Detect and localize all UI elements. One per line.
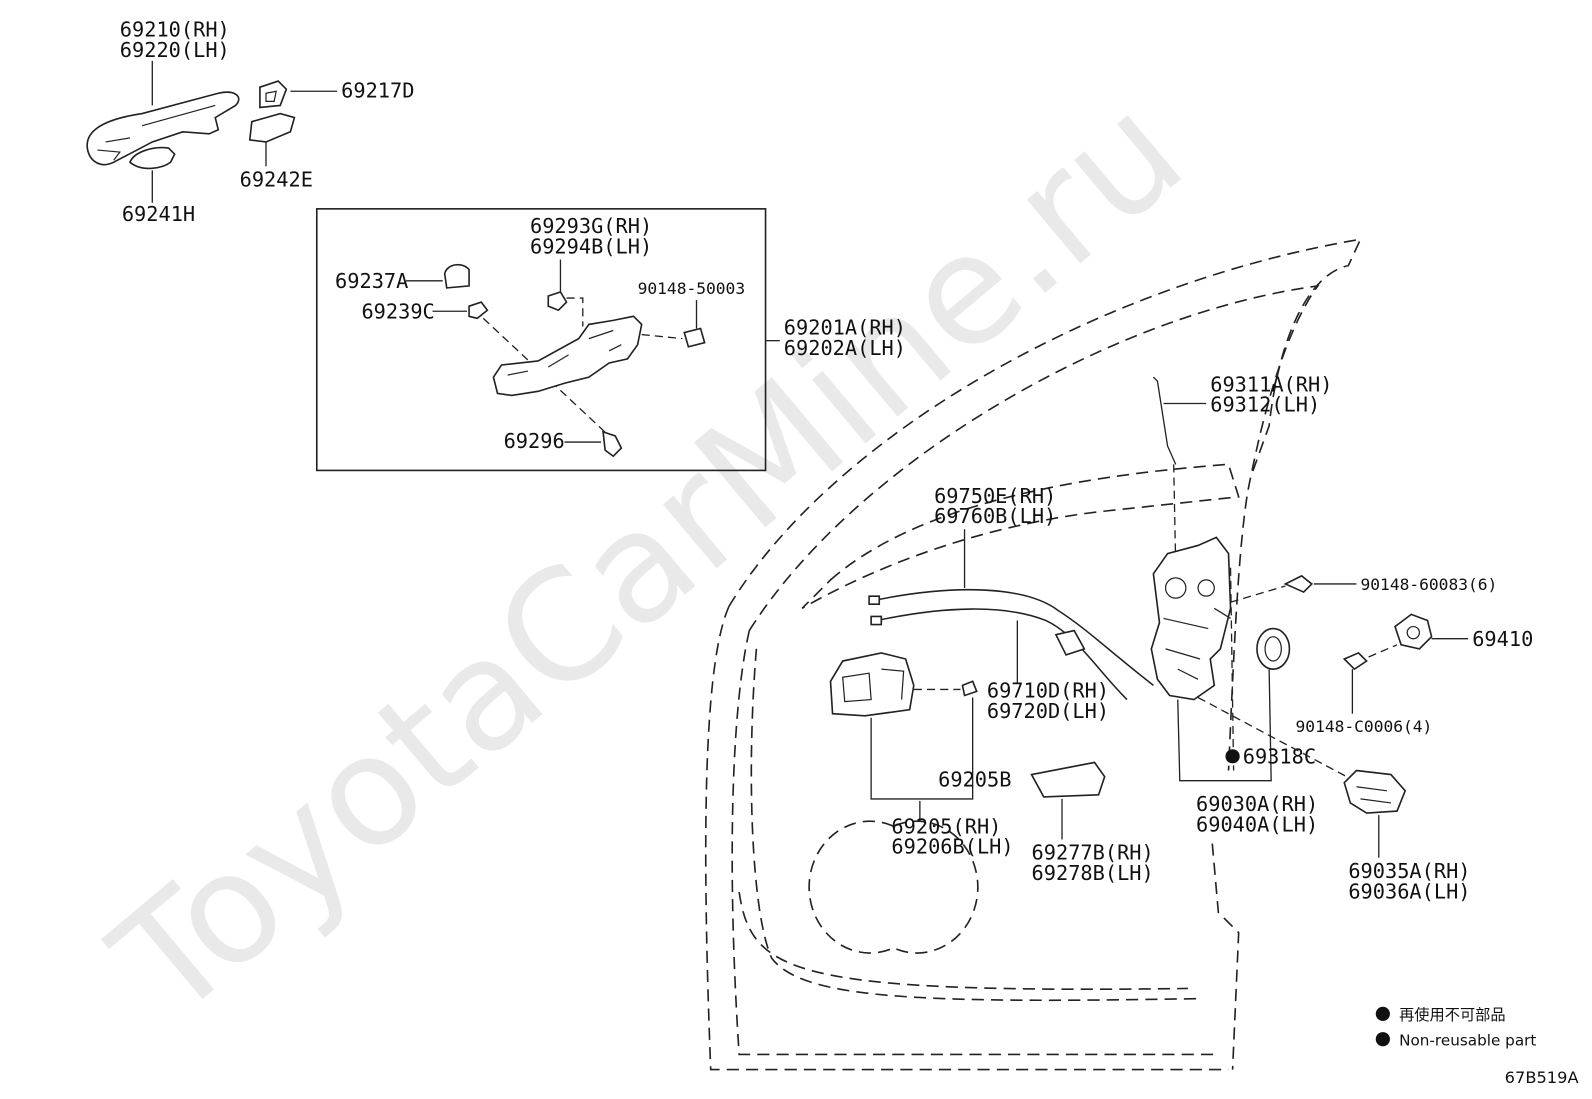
label-69239c: 69239C (361, 299, 434, 323)
clip-69293g (547, 291, 568, 312)
label-90148-60083: 90148-60083(6) (1361, 575, 1498, 594)
label-69312: 69312(LH) (1210, 393, 1320, 417)
clip-69205b (961, 680, 978, 697)
label-69202a: 69202A(LH) (784, 336, 906, 360)
label-69296: 69296 (504, 429, 565, 453)
non-reusable-marker-69318c (1225, 749, 1240, 764)
label-90148-50003: 90148-50003 (638, 279, 745, 298)
outside-handle (86, 91, 240, 166)
label-69278b: 69278B(LH) (1032, 861, 1154, 885)
label-69293g: 69293G(RH) (530, 214, 652, 238)
label-69205: 69205(RH) (891, 814, 1001, 838)
label-69242e: 69242E (240, 168, 313, 192)
handle-cover-69217d (259, 80, 288, 109)
label-69201a: 69201A(RH) (784, 316, 906, 340)
label-69220: 69220(LH) (120, 38, 230, 62)
door-lock-69030a (1150, 536, 1232, 701)
handle-pad-69241h (128, 146, 176, 170)
label-69760b: 69760B(LH) (934, 504, 1056, 528)
lock-actuator-69035a (1343, 769, 1407, 814)
label-69750e: 69750E(RH) (934, 484, 1056, 508)
label-69710d: 69710D(RH) (987, 679, 1109, 703)
inside-handle-69205 (829, 652, 915, 717)
label-69237a: 69237A (335, 269, 408, 293)
grommet-69318c (1256, 627, 1291, 670)
label-69318c: 69318C (1243, 744, 1316, 768)
label-69035a: 69035A(RH) (1348, 859, 1470, 883)
bolt-69296 (602, 430, 623, 458)
cable-69750e (868, 588, 1154, 686)
legend-dot-en (1375, 1032, 1390, 1047)
legend-jp: 再使用不可部品 (1399, 1006, 1506, 1024)
label-69294b: 69294B(LH) (530, 234, 652, 258)
pad-69239c (468, 301, 489, 320)
watermark: ToyotaCarMine.ru (81, 62, 1215, 1052)
label-69205b: 69205B (938, 768, 1011, 792)
handle-frame-69201a (492, 315, 643, 397)
handle-pad-69242e (248, 112, 296, 143)
striker-69410 (1394, 613, 1433, 650)
diagram-code: 67B519A (1505, 1068, 1579, 1087)
label-90148-c0006: 90148-C0006(4) (1296, 717, 1433, 736)
screw-90148-60083 (1283, 574, 1313, 594)
cable-69710d (870, 608, 1128, 701)
cap-69237a (443, 263, 470, 289)
label-69210: 69210(RH) (120, 18, 230, 42)
label-69410: 69410 (1472, 627, 1533, 651)
label-69217d: 69217D (341, 78, 414, 102)
label-69720d: 69720D(LH) (987, 699, 1109, 723)
label-69206b: 69206B(LH) (891, 835, 1013, 859)
label-69241h: 69241H (122, 202, 195, 226)
legend-dot-jp (1375, 1006, 1390, 1021)
label-69040a: 69040A(LH) (1196, 812, 1318, 836)
label-69036a: 69036A(LH) (1348, 879, 1470, 903)
door-outline (704, 238, 1362, 1071)
screw-90148-50003 (683, 327, 706, 348)
label-69277b: 69277B(RH) (1032, 841, 1154, 865)
bezel-69277b (1030, 761, 1106, 798)
legend-en: Non-reusable part (1399, 1031, 1536, 1049)
lock-rod-69311a (1152, 376, 1177, 465)
label-69030a: 69030A(RH) (1196, 792, 1318, 816)
label-69311a: 69311A(RH) (1210, 372, 1332, 396)
screw-90148-c0006 (1342, 651, 1368, 671)
handle-frame-box (315, 208, 767, 472)
